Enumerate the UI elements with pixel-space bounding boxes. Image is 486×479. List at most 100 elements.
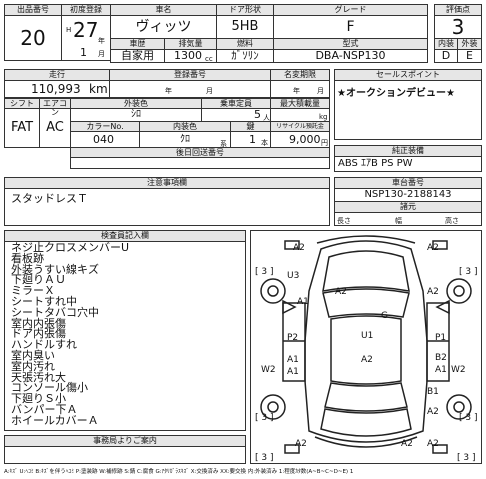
dmg-a2-right-fender: A2: [427, 287, 439, 297]
frame-no: NSP130-2188143: [334, 188, 482, 202]
dim-length: 長さ: [337, 217, 351, 225]
load-unit: kg: [319, 113, 328, 121]
inspector-line: 室内臭い: [11, 348, 55, 362]
office-cell: [4, 446, 246, 464]
reg-no-year-unit: 年: [165, 87, 172, 95]
era: H: [66, 26, 72, 34]
dmg-p1: P1: [435, 333, 447, 343]
dims-cell: 長さ 幅 高さ: [334, 212, 482, 226]
grade: F: [273, 15, 428, 39]
shaken-cell: 年 月: [270, 80, 330, 98]
score: 3: [434, 15, 482, 39]
keys: 1: [249, 133, 256, 146]
notes-cell: スタッドレスＴ: [4, 188, 330, 226]
dmg-3-left-front: [ 3 ]: [255, 267, 274, 277]
dmg-3-right-rear: [ 3 ]: [459, 413, 478, 423]
dmg-a2-rear-left: A2: [295, 439, 307, 449]
dmg-u3: U3: [287, 271, 300, 281]
dmg-3-left-rear: [ 3 ]: [255, 413, 274, 423]
inspector-line: ドア内張傷: [11, 327, 66, 341]
ext-color: ｼﾛ: [70, 108, 202, 122]
car-name: ヴィッツ: [110, 15, 217, 39]
inspector-line: 室内汚れ: [11, 359, 55, 373]
int-color-cell: ｸﾛ 系: [139, 131, 231, 148]
dim-height: 高さ: [445, 217, 459, 225]
dmg-3-bottom-left: [ 3 ]: [255, 453, 274, 463]
dim-width: 幅: [395, 217, 402, 225]
sales-point: ★オークションデビュー★: [337, 88, 455, 99]
door-type: 5HB: [216, 15, 274, 39]
keys-cell: 1 本: [230, 131, 271, 148]
dmg-b1: B1: [427, 387, 439, 397]
dmg-a1-left-fender: A1: [297, 297, 309, 307]
load-cell: kg: [270, 108, 330, 122]
interior-score: D: [434, 49, 458, 63]
rear-no-cell: [70, 157, 330, 169]
capacity: 5: [254, 108, 261, 121]
inspector-notes: ネジ止クロスメンバーU 看板跡 外装うすい線キズ 下廻りＡＵ ミラーＸ シートす…: [4, 241, 246, 431]
dmg-a2-front-left: A2: [293, 243, 305, 253]
inspector-line: 下廻りＳ小: [11, 392, 66, 406]
dmg-p2: P2: [287, 333, 299, 343]
keys-unit: 本: [261, 139, 268, 147]
reg-no-month-unit: 月: [206, 87, 213, 95]
recycle-unit: 円: [321, 139, 328, 147]
dmg-u1: U1: [361, 331, 374, 341]
inspector-line: バンパー下Ａ: [11, 402, 78, 416]
reg-no-cell: 年 月: [109, 80, 271, 98]
equip: ABS ｴｱB PS PW: [334, 156, 482, 172]
reg-month: 1: [80, 46, 87, 59]
mileage: 110,993: [31, 82, 81, 96]
cc-unit: cc: [205, 55, 213, 63]
dmg-a2-hood: A2: [335, 287, 347, 297]
mileage-unit: km: [89, 82, 108, 96]
dmg-a2-roof: A2: [361, 355, 373, 365]
capacity-cell: 5 人: [201, 108, 271, 122]
exterior-score: E: [457, 49, 482, 63]
dmg-a1-left-rear-door: A1: [287, 367, 299, 377]
dmg-a2-front-right: A2: [427, 243, 439, 253]
first-reg-cell: H 27 年 1 月: [61, 15, 111, 61]
inspector-line: ミラーＸ: [11, 284, 55, 298]
shift: FAT: [4, 108, 40, 148]
inspector-line: ネジ止クロスメンバーU: [11, 241, 130, 254]
inspector-line: ホイールカバーＡ: [11, 413, 99, 427]
shaken-year-unit: 年: [293, 87, 300, 95]
dmg-a1-left-door: A1: [287, 355, 299, 365]
inspector-line: 下廻りＡＵ: [11, 273, 66, 287]
dmg-b2: B2: [435, 353, 447, 363]
ac: AC: [39, 108, 71, 148]
reg-month-unit: 月: [98, 50, 105, 58]
cc: 1300: [174, 49, 202, 62]
inspector-line: コンソール傷小: [11, 381, 88, 395]
capacity-unit: 人: [263, 114, 270, 122]
reg-year: 27: [73, 18, 99, 42]
dmg-w2-right: W2: [451, 365, 466, 375]
int-color: ｸﾛ: [180, 134, 190, 145]
recycle-cell: 9,000 円: [270, 131, 330, 148]
dmg-3-bottom-right: [ 3 ]: [457, 453, 476, 463]
fuel: ｶﾞｿﾘﾝ: [216, 49, 274, 63]
inspector-line: シートタバコ穴中: [11, 305, 99, 319]
inspector-line: ハンドルすれ: [11, 338, 77, 352]
dmg-3-right-front: [ 3 ]: [459, 267, 478, 277]
dmg-a2-right-quarter: A2: [427, 407, 439, 417]
dmg-w2-left: W2: [261, 365, 276, 375]
dmg-a2-rear-bumper: A2: [401, 439, 413, 449]
inspector-line: 外装うすい線キズ: [11, 262, 99, 276]
cc-cell: 1300 cc: [164, 49, 217, 63]
color-no: 040: [93, 133, 114, 146]
inspector-line: シートすれ中: [11, 294, 77, 308]
sales-point-cell: ★オークションデビュー★: [334, 80, 482, 140]
dmg-a2-rear-right: A2: [427, 439, 439, 449]
shaken-month-unit: 月: [317, 87, 324, 95]
model: DBA-NSP130: [273, 49, 428, 63]
dmg-g: G: [381, 311, 388, 321]
int-color-unit: 系: [220, 140, 227, 148]
reg-year-unit: 年: [98, 37, 105, 45]
inspector-line: 看板跡: [11, 251, 44, 265]
recycle: 9,000: [289, 133, 321, 146]
dmg-a1-right-rear-door: A1: [435, 365, 447, 375]
inspector-line: 室内内張傷: [11, 316, 66, 330]
car-outline-svg: [260, 235, 472, 454]
